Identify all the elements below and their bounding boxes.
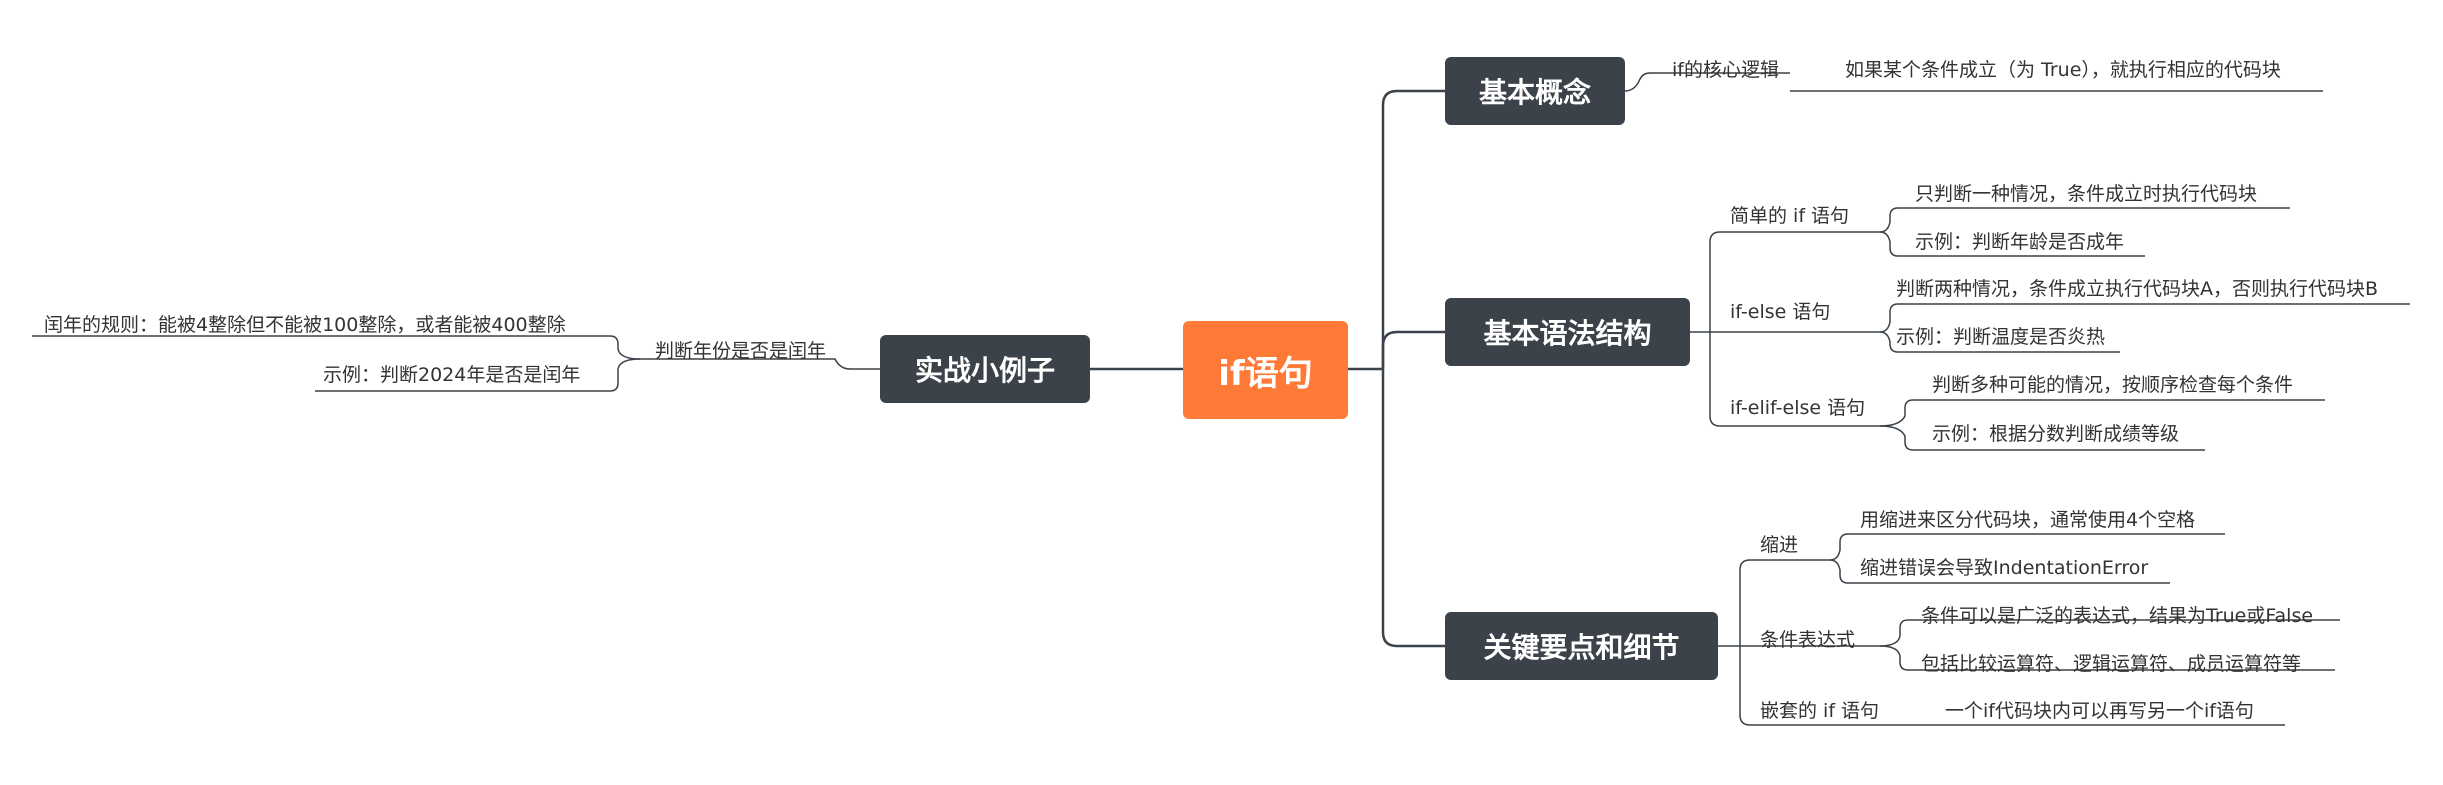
detail-core-logic[interactable]: 如果某个条件成立（为 True），就执行相应的代码块 [1845,59,2281,81]
detail-nested-if-1[interactable]: 一个if代码块内可以再写另一个if语句 [1945,700,2254,722]
detail-if-elif-else-1[interactable]: 判断多种可能的情况，按顺序检查每个条件 [1932,374,2294,396]
detail-simple-if-1[interactable]: 只判断一种情况，条件成立时执行代码块 [1915,183,2258,205]
detail-leap-year-example[interactable]: 示例：判断2024年是否是闰年 [323,364,581,386]
subtopic-if-else[interactable]: if-else 语句 [1730,301,1831,323]
topic-basic-concept[interactable]: 基本概念 [1445,57,1625,125]
detail-if-else-1[interactable]: 判断两种情况，条件成立执行代码块A，否则执行代码块B [1896,278,2379,300]
topic-syntax[interactable]: 基本语法结构 [1445,298,1690,366]
detail-indentation-1[interactable]: 用缩进来区分代码块，通常使用4个空格 [1860,509,2196,531]
detail-simple-if-2[interactable]: 示例：判断年龄是否成年 [1915,231,2125,253]
subtopic-leap-year[interactable]: 判断年份是否是闰年 [655,340,827,362]
detail-condition-expression-1[interactable]: 条件可以是广泛的表达式，结果为True或False [1921,605,2314,627]
central-topic[interactable]: if语句 [1183,321,1348,419]
detail-if-else-2[interactable]: 示例：判断温度是否炎热 [1896,326,2106,348]
topic-key-points[interactable]: 关键要点和细节 [1445,612,1718,680]
subtopic-core-logic[interactable]: if的核心逻辑 [1672,59,1779,81]
detail-if-elif-else-2[interactable]: 示例：根据分数判断成绩等级 [1932,423,2180,445]
subtopic-nested-if[interactable]: 嵌套的 if 语句 [1760,700,1880,722]
topic-practice[interactable]: 实战小例子 [880,335,1090,403]
subtopic-simple-if[interactable]: 简单的 if 语句 [1730,205,1850,227]
detail-leap-year-rule[interactable]: 闰年的规则：能被4整除但不能被100整除，或者能被400整除 [44,314,566,336]
subtopic-if-elif-else[interactable]: if-elif-else 语句 [1730,397,1866,419]
detail-condition-expression-2[interactable]: 包括比较运算符、逻辑运算符、成员运算符等 [1921,653,2302,675]
detail-indentation-2[interactable]: 缩进错误会导致IndentationError [1860,557,2149,579]
subtopic-indentation[interactable]: 缩进 [1760,534,1799,556]
subtopic-condition-expression[interactable]: 条件表达式 [1760,629,1856,651]
